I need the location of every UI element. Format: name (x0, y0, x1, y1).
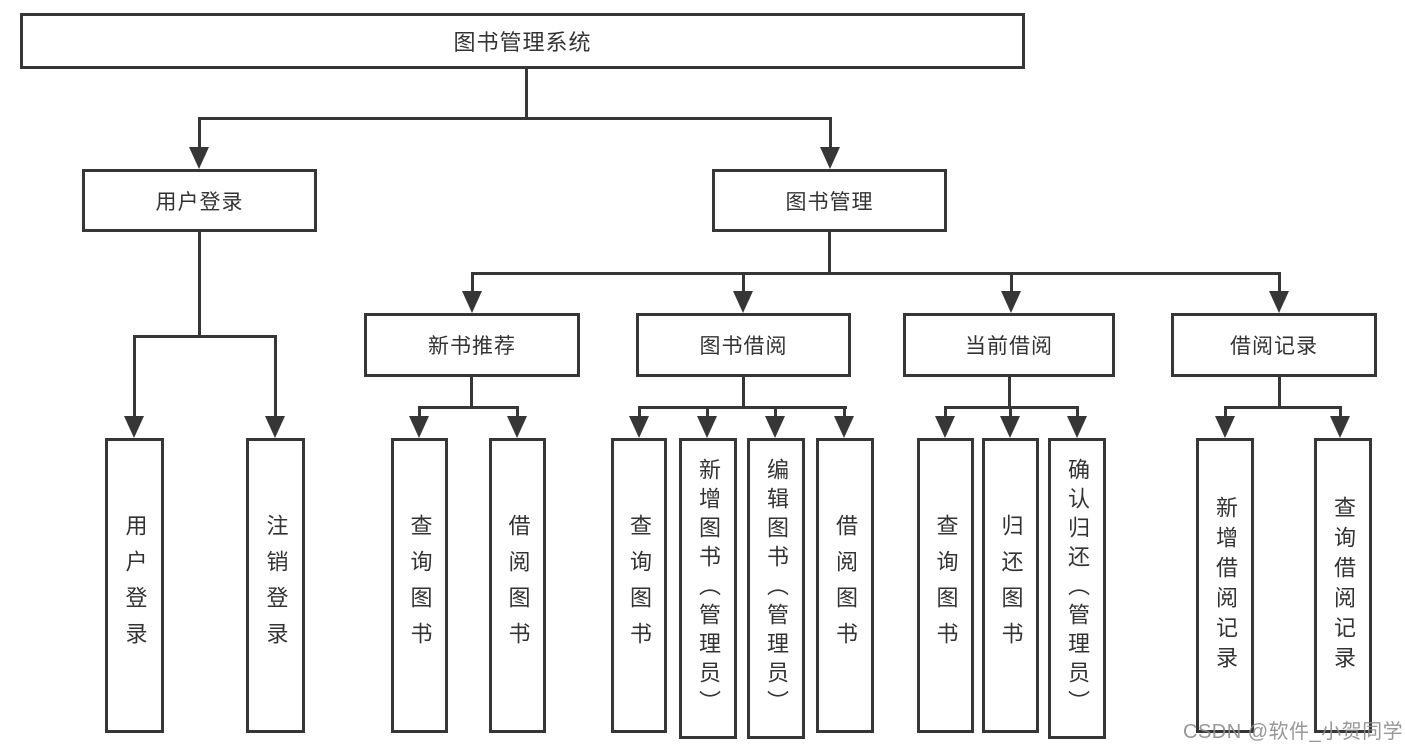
arrowhead (409, 416, 429, 438)
node-book-management: 图书管理 (712, 169, 947, 232)
connector-segment (774, 406, 777, 418)
leaf-query-books-3: 查询图书 (917, 438, 974, 733)
connector-segment (843, 406, 846, 418)
arrowhead (834, 416, 854, 438)
connector-segment (471, 272, 1281, 275)
leaf-logout-label: 注销登录 (263, 513, 289, 658)
connector-segment (525, 69, 528, 118)
arrowhead (1067, 416, 1087, 438)
connector-segment (1076, 406, 1079, 418)
connector-segment (198, 232, 201, 335)
arrowhead (265, 416, 285, 438)
arrowhead (1330, 416, 1350, 438)
connector-segment (1224, 406, 1227, 418)
arrowhead (462, 291, 482, 313)
leaf-query-borrow-record-label: 查询借阅记录 (1331, 495, 1356, 676)
leaf-borrow-books-1: 借阅图书 (489, 438, 546, 733)
connector-segment (1009, 406, 1012, 418)
node-current-borrowing: 当前借阅 (903, 313, 1115, 377)
arrowhead (820, 147, 840, 169)
connector-segment (944, 406, 947, 418)
leaf-query-books-1-label: 查询图书 (407, 513, 433, 658)
connector-segment (274, 335, 277, 418)
connector-segment (470, 377, 473, 407)
leaf-edit-books-admin-label: 编辑图书（管理员） (764, 458, 789, 719)
connector-segment (418, 406, 519, 409)
leaf-add-books-admin: 新增图书（管理员） (679, 438, 737, 739)
arrowhead (765, 416, 785, 438)
node-user-login: 用户登录 (82, 169, 317, 232)
connector-segment (418, 406, 421, 418)
leaf-user-login: 用户登录 (105, 438, 164, 733)
arrowhead (733, 291, 753, 313)
connector-segment (742, 377, 745, 407)
arrowhead (1269, 291, 1289, 313)
connector-segment (198, 117, 201, 150)
arrowhead (1001, 291, 1021, 313)
connector-segment (742, 272, 745, 293)
leaf-add-books-admin-label: 新增图书（管理员） (696, 458, 721, 719)
connector-segment (706, 406, 709, 418)
leaf-add-borrow-record-label: 新增借阅记录 (1213, 495, 1238, 676)
node-book-management-label: 图书管理 (785, 190, 874, 214)
leaf-confirm-return-admin-label: 确认归还（管理员） (1065, 458, 1090, 719)
connector-segment (1224, 406, 1342, 409)
leaf-borrow-books-1-label: 借阅图书 (505, 513, 531, 658)
connector-segment (1278, 272, 1281, 293)
watermark: CSDN @软件_小贺同学 (1183, 721, 1404, 743)
leaf-logout: 注销登录 (246, 438, 305, 733)
connector-segment (828, 232, 831, 272)
arrowhead (1215, 416, 1235, 438)
node-book-borrowing-label: 图书借阅 (699, 335, 788, 358)
leaf-return-books: 归还图书 (982, 438, 1039, 733)
leaf-query-borrow-record: 查询借阅记录 (1314, 438, 1372, 733)
arrowhead (189, 147, 209, 169)
arrowhead (629, 416, 649, 438)
leaf-confirm-return-admin: 确认归还（管理员） (1048, 438, 1106, 739)
leaf-add-borrow-record: 新增借阅记录 (1196, 438, 1254, 733)
node-borrowing-records: 借阅记录 (1171, 313, 1377, 377)
leaf-query-books-2: 查询图书 (611, 438, 667, 733)
connector-segment (1008, 377, 1011, 407)
leaf-user-login-label: 用户登录 (122, 513, 148, 658)
node-book-borrowing: 图书借阅 (636, 313, 851, 377)
node-root: 图书管理系统 (20, 13, 1025, 69)
arrowhead (124, 416, 144, 438)
connector-segment (198, 117, 832, 120)
connector-segment (638, 406, 641, 418)
connector-segment (1010, 272, 1013, 293)
leaf-query-books-2-label: 查询图书 (627, 513, 652, 658)
leaf-edit-books-admin: 编辑图书（管理员） (747, 438, 805, 739)
connector-segment (1278, 377, 1281, 407)
node-user-login-label: 用户登录 (155, 190, 244, 214)
leaf-return-books-label: 归还图书 (998, 513, 1024, 658)
node-new-book-recommend-label: 新书推荐 (428, 335, 516, 358)
connector-segment (829, 117, 832, 150)
arrowhead (507, 416, 527, 438)
node-new-book-recommend: 新书推荐 (364, 313, 580, 377)
leaf-borrow-books-2: 借阅图书 (816, 438, 874, 733)
connector-segment (516, 406, 519, 418)
connector-segment (133, 335, 277, 338)
arrowhead (935, 416, 955, 438)
leaf-query-books-3-label: 查询图书 (933, 513, 959, 658)
connector-segment (133, 335, 136, 418)
leaf-query-books-1: 查询图书 (391, 438, 448, 733)
node-borrowing-records-label: 借阅记录 (1230, 335, 1318, 358)
arrowhead (697, 416, 717, 438)
connector-segment (1339, 406, 1342, 418)
node-root-label: 图书管理系统 (453, 30, 592, 55)
connector-segment (471, 272, 474, 293)
connector-segment (638, 406, 847, 409)
node-current-borrowing-label: 当前借阅 (965, 335, 1053, 358)
leaf-borrow-books-2-label: 借阅图书 (833, 513, 858, 658)
arrowhead (1000, 416, 1020, 438)
